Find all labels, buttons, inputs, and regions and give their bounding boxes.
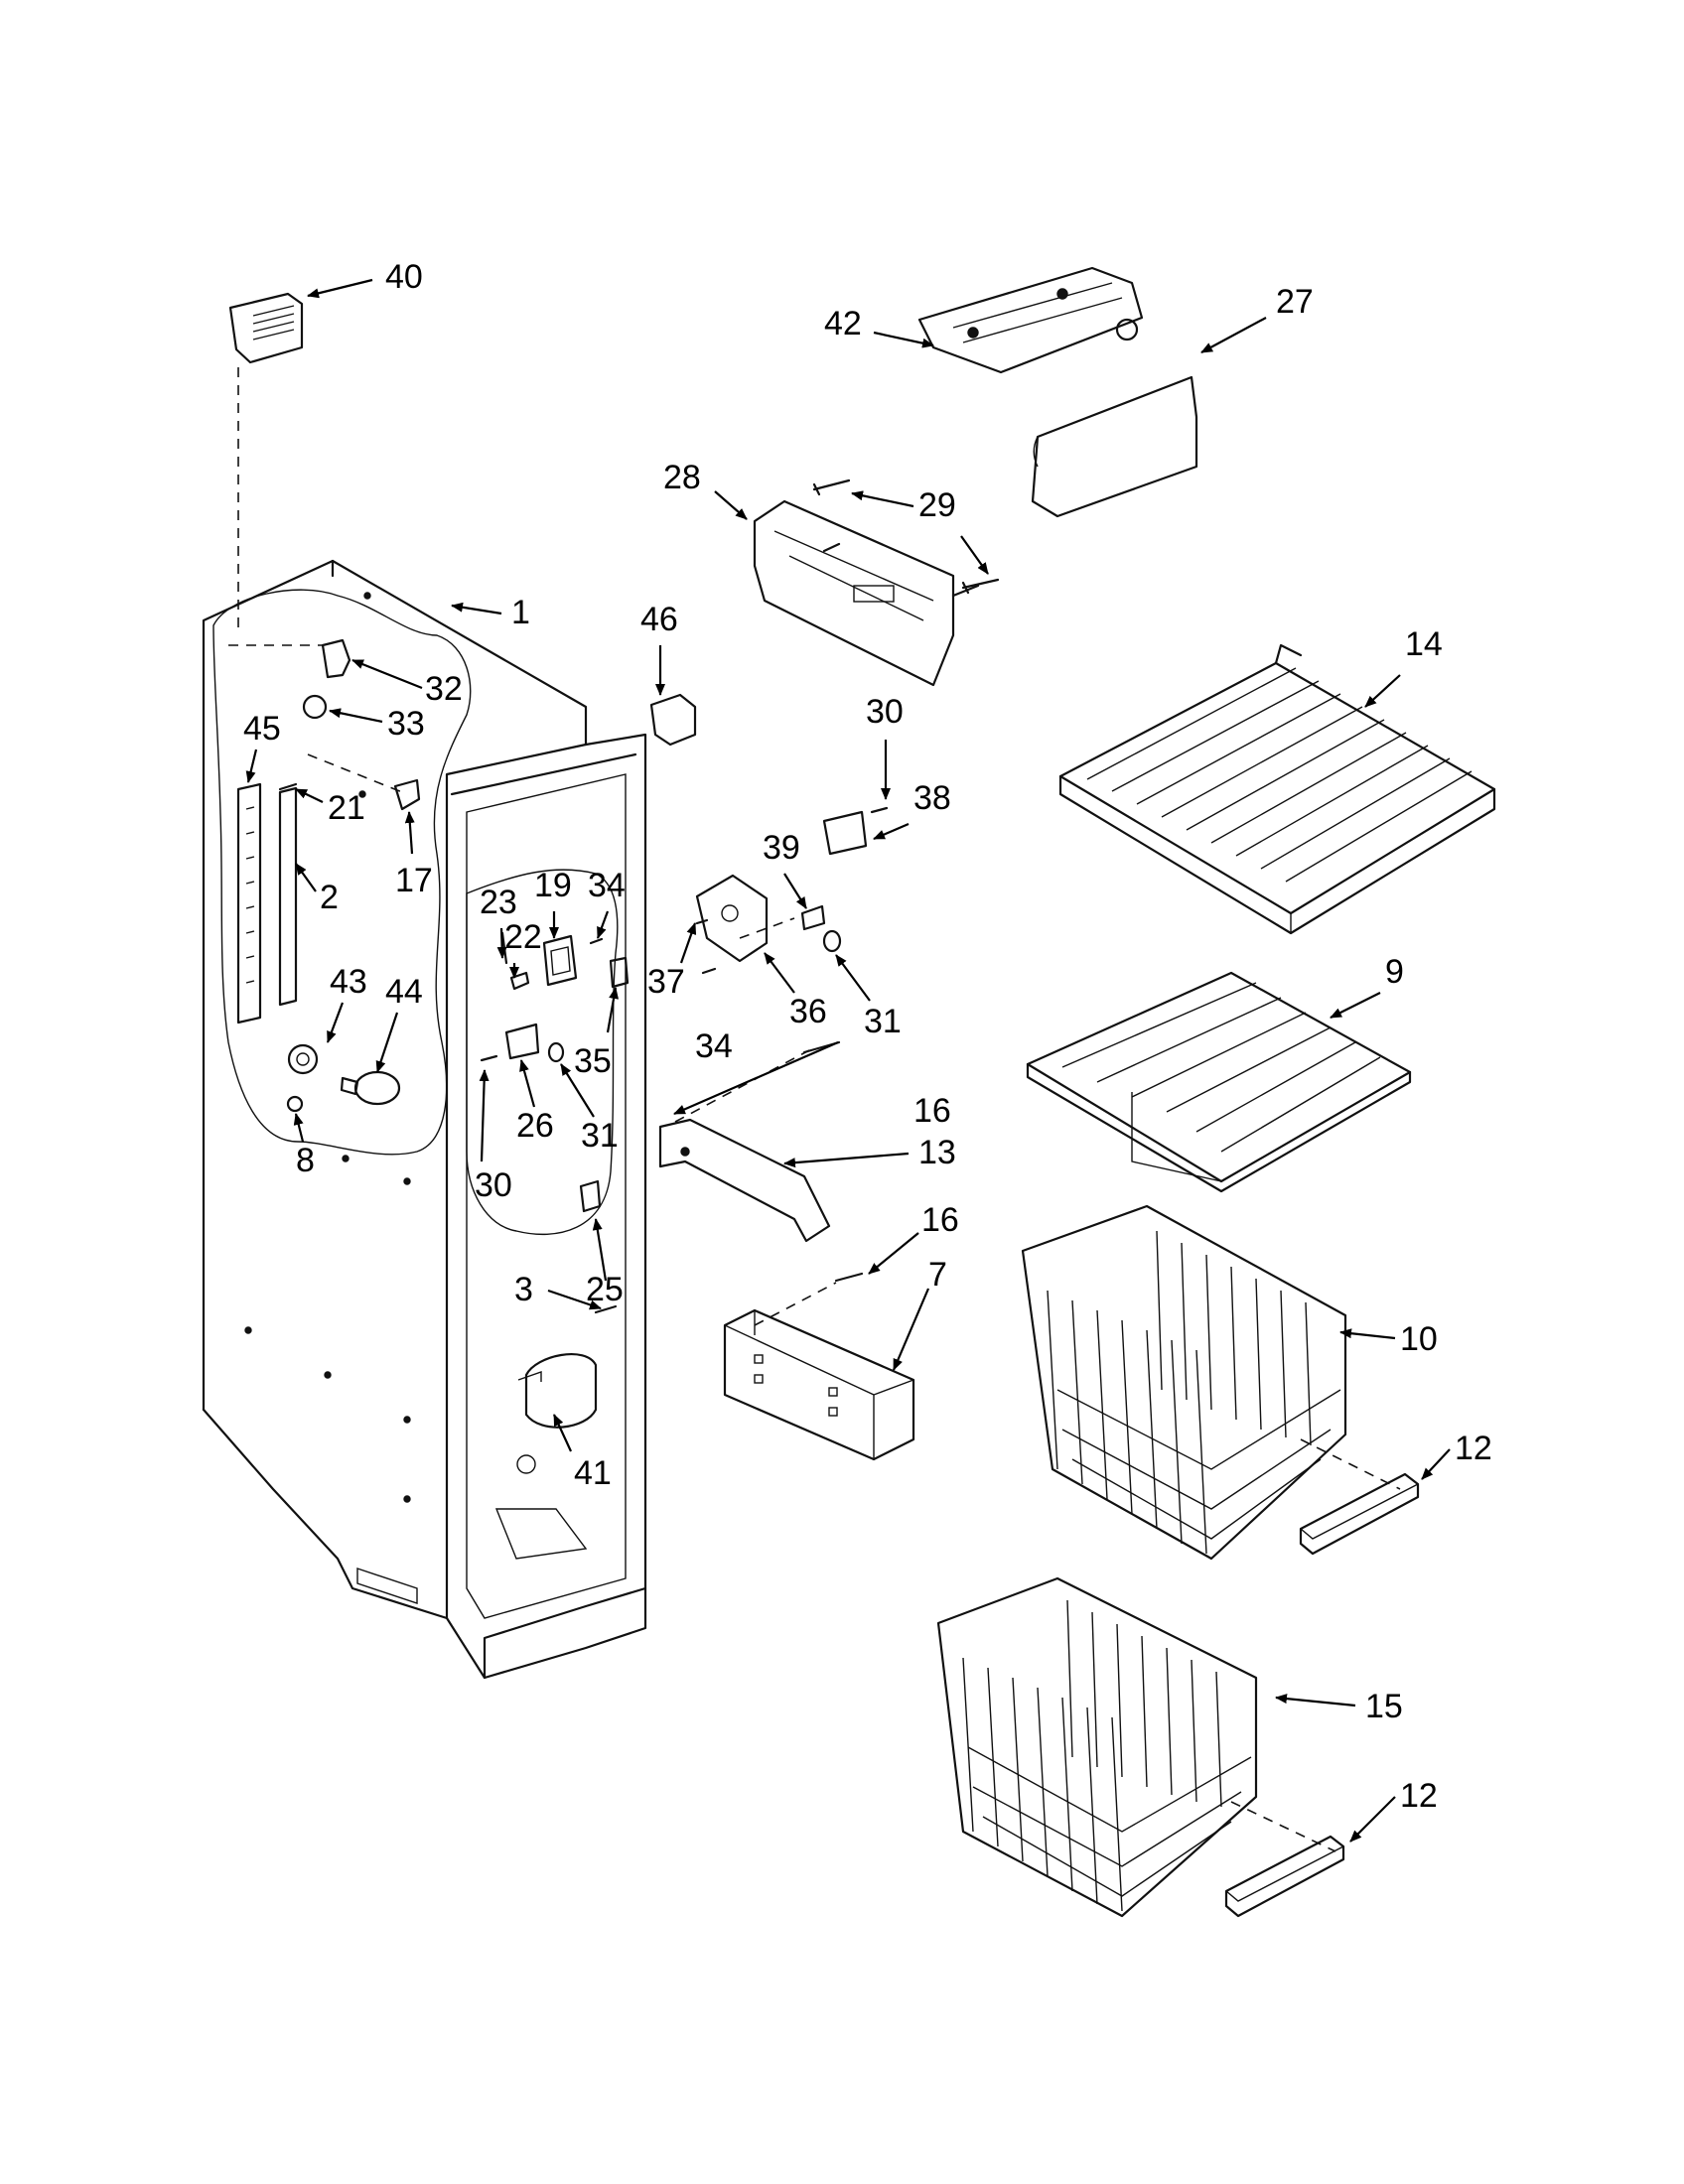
- bracket-38: [822, 806, 889, 856]
- callout-2: 2: [320, 879, 339, 916]
- leader-lines: [245, 278, 1451, 1843]
- callout-12-lower: 12: [1400, 1777, 1438, 1815]
- callout-19: 19: [534, 867, 572, 904]
- callout-31-right: 31: [864, 1003, 902, 1040]
- callout-33: 33: [387, 705, 425, 743]
- cover-plate-part: [1031, 375, 1198, 518]
- callout-29: 29: [918, 486, 956, 524]
- callout-34-lower: 34: [695, 1027, 733, 1065]
- callout-28: 28: [663, 459, 701, 496]
- callout-43: 43: [330, 963, 367, 1001]
- bracket-13: [658, 1118, 831, 1243]
- callout-38: 38: [913, 779, 951, 817]
- callout-17: 17: [395, 862, 433, 899]
- callout-23: 23: [480, 884, 517, 921]
- callout-30-upper: 30: [866, 693, 904, 731]
- callout-30-lower: 30: [475, 1166, 512, 1204]
- cabinet-components: [228, 638, 630, 1429]
- callout-45: 45: [243, 710, 281, 748]
- screw-16-lower: [754, 1272, 864, 1326]
- cabinet-liner: [202, 559, 647, 1680]
- callout-1: 1: [511, 594, 530, 631]
- callout-34-upper: 34: [588, 867, 626, 904]
- callout-9: 9: [1385, 953, 1404, 991]
- callout-42: 42: [824, 305, 862, 342]
- handle-12-lower: [1224, 1835, 1345, 1918]
- hinge-cover-part: [917, 266, 1144, 374]
- callout-32: 32: [425, 670, 463, 708]
- callout-37: 37: [647, 963, 685, 1001]
- callout-26: 26: [516, 1107, 554, 1145]
- callout-44: 44: [385, 973, 423, 1011]
- callout-16-lower: 16: [921, 1201, 959, 1239]
- callout-27: 27: [1276, 283, 1314, 321]
- basket-10: [1021, 1204, 1401, 1561]
- callout-10: 10: [1400, 1320, 1438, 1358]
- callout-36: 36: [789, 993, 827, 1030]
- basket-15: [936, 1576, 1336, 1918]
- callout-31-left: 31: [581, 1117, 619, 1155]
- handle-12-upper: [1299, 1472, 1420, 1556]
- callout-8: 8: [296, 1142, 315, 1179]
- callout-46: 46: [640, 601, 678, 638]
- callout-14: 14: [1405, 625, 1443, 663]
- housing-part: [753, 499, 980, 687]
- callout-40: 40: [385, 258, 423, 296]
- callout-13: 13: [918, 1134, 956, 1171]
- callout-39: 39: [763, 829, 800, 867]
- callout-25: 25: [586, 1271, 624, 1308]
- callout-12-upper: 12: [1455, 1430, 1492, 1467]
- callout-labels: 40 42 27 28 29 1 46 32 33 45 21 30 38 14…: [243, 258, 1492, 1815]
- callout-21: 21: [328, 789, 365, 827]
- callout-16-upper: 16: [913, 1092, 951, 1130]
- callout-3: 3: [514, 1271, 533, 1308]
- shelf-9: [1026, 971, 1412, 1193]
- screws-29: [812, 478, 1000, 595]
- bracket-46: [649, 693, 697, 747]
- shelf-14: [1058, 643, 1496, 935]
- parts-39-31-37-34: [695, 904, 842, 975]
- callout-7: 7: [928, 1256, 947, 1294]
- callout-15: 15: [1365, 1688, 1403, 1725]
- callout-22: 22: [504, 918, 542, 956]
- control-7: [723, 1308, 915, 1461]
- callout-41: 41: [574, 1454, 612, 1492]
- cover-36: [695, 874, 795, 963]
- callout-35: 35: [574, 1042, 612, 1080]
- vent-cover-part: [228, 292, 304, 635]
